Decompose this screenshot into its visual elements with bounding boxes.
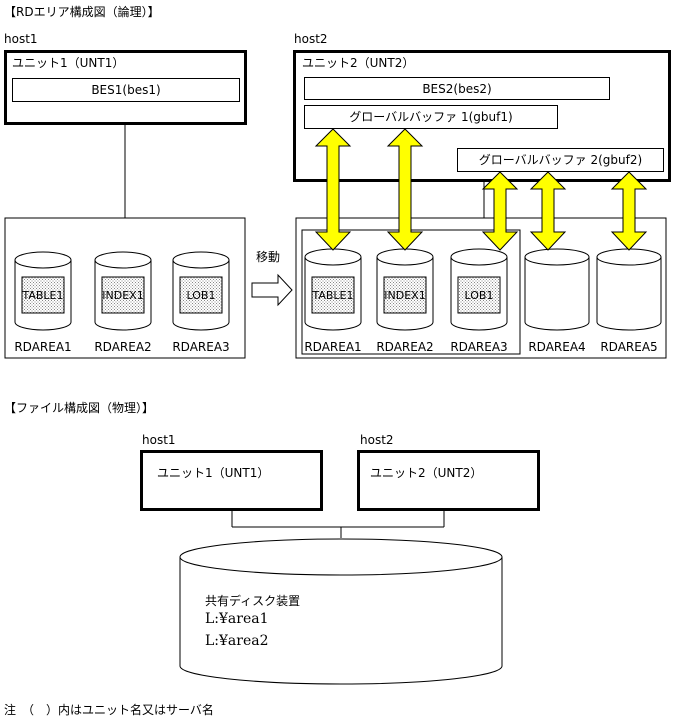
right-cylinder-2 xyxy=(376,248,434,331)
gbuf1-arrow-rdarea2 xyxy=(386,128,424,251)
bes2-label: BES2(bes2) xyxy=(422,82,492,96)
right-cylinder-3 xyxy=(450,248,508,331)
gbuf2-arrow-rdarea4 xyxy=(529,171,567,251)
gbuf1-box xyxy=(304,105,558,129)
shared-disk-path-1: L:¥area1 xyxy=(205,611,269,627)
bes1-box xyxy=(12,78,240,102)
left-cylinder-3-content: LOB1 xyxy=(186,289,216,302)
left-cylinder-2-content: INDEX1 xyxy=(102,289,144,302)
phys-host2-label: host2 xyxy=(360,433,394,447)
footnote: 注 （ ）内はユニット名又はサーバ名 xyxy=(4,703,214,717)
gbuf1-label: グローバルバッファ 1(gbuf1) xyxy=(349,110,513,124)
phys-host2-unit-label: ユニット2（UNT2） xyxy=(370,466,483,480)
right-cylinder-3-content: LOB1 xyxy=(464,289,494,302)
left-cylinder-3 xyxy=(172,251,230,331)
shared-disk-label: 共有ディスク装置 xyxy=(205,594,301,608)
gbuf2-label: グローバルバッファ 2(gbuf2) xyxy=(478,153,643,167)
gbuf2-arrow-rdarea3 xyxy=(481,171,519,251)
logical-title: 【RDエリア構成図（論理）】 xyxy=(4,5,160,19)
shared-disk-path-2: L:¥area2 xyxy=(205,633,269,649)
host2-label: host2 xyxy=(294,32,328,46)
shared-disk-cylinder xyxy=(179,538,503,685)
gbuf2-arrow-rdarea5 xyxy=(610,171,648,251)
right-rdarea-2-name: RDAREA2 xyxy=(376,340,434,354)
gbuf2-box xyxy=(457,148,664,172)
host1-label: host1 xyxy=(4,32,38,46)
phys-host1-unit-label: ユニット1（UNT1） xyxy=(157,466,270,480)
host1-unit-label: ユニット1（UNT1） xyxy=(12,56,125,70)
right-rdarea-5-name: RDAREA5 xyxy=(600,340,658,354)
left-cylinder-1-content: TABLE1 xyxy=(22,289,64,302)
left-rdarea-2-name: RDAREA2 xyxy=(94,340,152,354)
phys-host1-unit-box xyxy=(140,450,323,511)
gbuf1-arrow-rdarea1 xyxy=(314,128,352,251)
right-cylinder-4 xyxy=(524,248,590,331)
right-rdarea-1-name: RDAREA1 xyxy=(304,340,362,354)
move-label: 移動 xyxy=(256,250,281,264)
host2-unit-label: ユニット2（UNT2） xyxy=(302,56,415,70)
right-cylinder-2-content: INDEX1 xyxy=(384,289,426,302)
move-arrow xyxy=(251,273,293,307)
logical-diagram-canvas xyxy=(4,125,667,359)
left-rdarea-3-name: RDAREA3 xyxy=(172,340,230,354)
phys-host2-unit-box xyxy=(357,450,540,511)
physical-title: 【ファイル構成図（物理）】 xyxy=(4,401,155,415)
right-cylinder-1 xyxy=(304,248,362,331)
right-cylinder-1-content: TABLE1 xyxy=(312,289,354,302)
bes2-box xyxy=(304,77,610,100)
left-cylinder-1 xyxy=(14,251,72,331)
left-cylinder-2 xyxy=(94,251,152,331)
buffer-arrows-canvas xyxy=(314,128,648,251)
right-rdarea-3-name: RDAREA3 xyxy=(450,340,508,354)
bes1-label: BES1(bes1) xyxy=(91,83,161,97)
left-rdarea-1-name: RDAREA1 xyxy=(14,340,72,354)
right-rdarea-4-name: RDAREA4 xyxy=(528,340,586,354)
phys-host1-label: host1 xyxy=(142,433,176,447)
right-cylinder-5 xyxy=(596,248,662,331)
